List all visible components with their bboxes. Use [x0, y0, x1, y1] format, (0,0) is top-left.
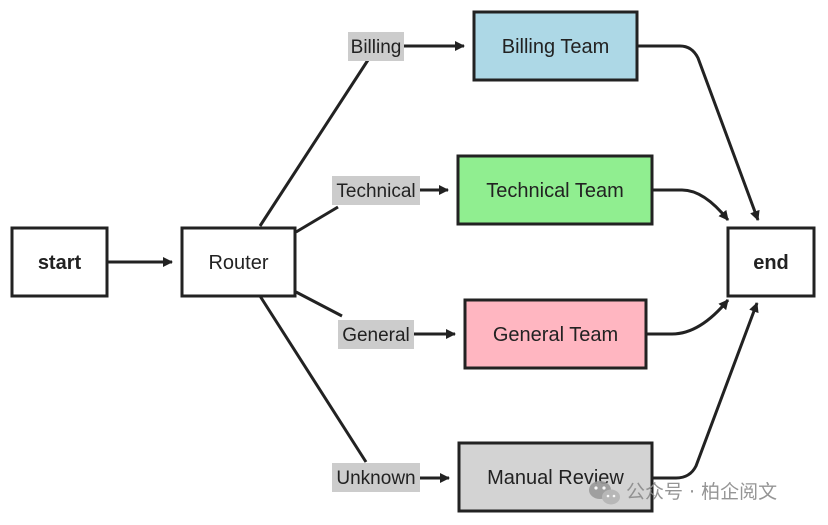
node-manual-review-box [457, 441, 654, 513]
edge-label-billing-text: Billing [351, 37, 402, 58]
edge-label-general: General [338, 320, 414, 349]
node-start-label: start [38, 252, 82, 274]
wechat-icon [589, 481, 620, 505]
node-end-box [726, 226, 816, 298]
edge-router-to-general-label [295, 290, 343, 318]
node-end: end [726, 226, 816, 298]
node-start-box [10, 226, 109, 298]
node-billing-team: Billing Team [472, 10, 639, 82]
node-technical-team-label: Technical Team [486, 180, 623, 202]
edge-technical-team-to-end [653, 188, 730, 221]
edge-label-unknown-bg [332, 463, 420, 492]
edge-router-to-technical-label [295, 205, 339, 234]
node-general-team-box [463, 298, 648, 370]
edge-router-to-unknown-label [258, 295, 368, 463]
edge-label-technical-text: Technical [336, 181, 415, 202]
node-general-team-label: General Team [493, 324, 618, 346]
edge-label-unknown: Unknown [332, 463, 420, 492]
edge-label-technical: Technical [332, 176, 420, 205]
node-start: start [10, 226, 109, 298]
node-technical-team: Technical Team [456, 154, 654, 226]
node-manual-review: Manual Review [457, 441, 654, 513]
watermark-text: 公众号 · 柏企阅文 [626, 481, 777, 503]
edge-router-to-billing-label [258, 59, 370, 227]
node-billing-team-box [472, 10, 639, 82]
edge-manual-review-to-end [653, 302, 759, 480]
edge-general-team-to-end [647, 299, 730, 336]
node-manual-review-label: Manual Review [487, 467, 624, 489]
node-general-team: General Team [463, 298, 648, 370]
edge-label-billing-bg [348, 32, 404, 61]
edge-label-unknown-text: Unknown [336, 468, 415, 489]
edge-label-technical-bg [332, 176, 420, 205]
node-end-label: end [753, 252, 789, 274]
edge-label-general-text: General [342, 325, 410, 346]
node-router-label: Router [208, 252, 268, 274]
node-router: Router [180, 226, 297, 298]
edges [108, 41, 760, 483]
edge-label-billing: Billing [348, 32, 404, 61]
edge-label-general-bg [338, 320, 414, 349]
node-technical-team-box [456, 154, 654, 226]
node-router-box [180, 226, 297, 298]
watermark: 公众号 · 柏企阅文 [589, 481, 777, 505]
edge-billing-team-to-end [638, 44, 760, 221]
node-billing-team-label: Billing Team [502, 36, 609, 58]
